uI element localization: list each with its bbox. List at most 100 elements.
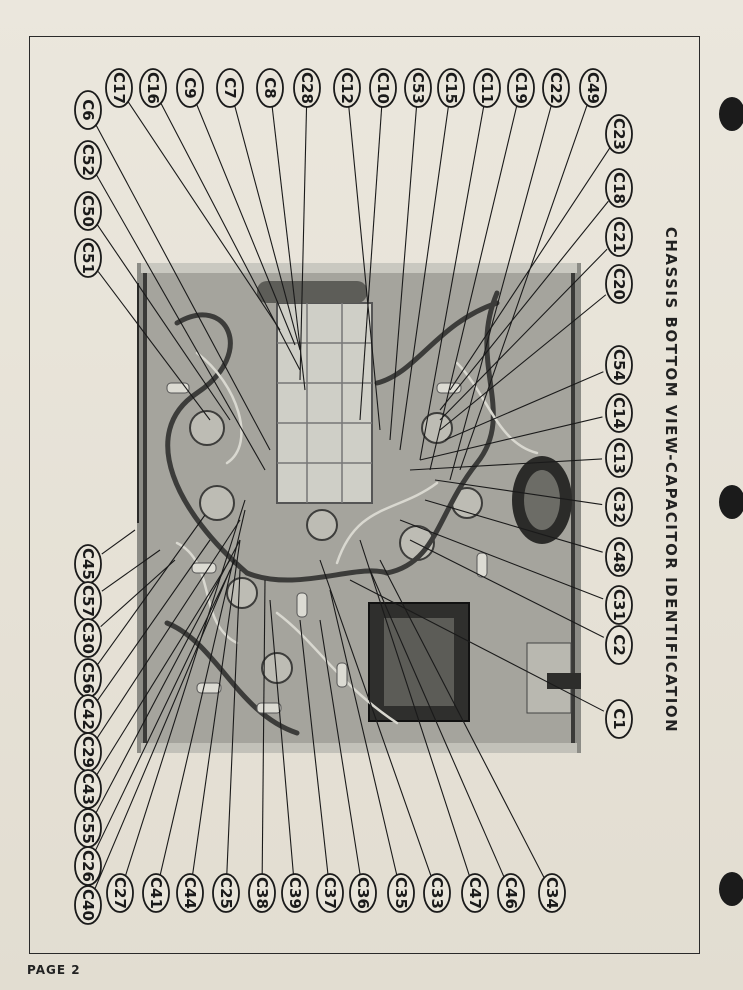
callout-label-c1: C1 (610, 708, 628, 729)
leader-line-c30 (100, 559, 176, 628)
callout-label-c46: C46 (502, 877, 520, 909)
leader-line-c35 (329, 589, 398, 877)
callout-oval-c50 (74, 191, 102, 231)
callout-label-c44: C44 (181, 877, 199, 909)
leader-line-c11 (419, 104, 485, 461)
callout-label-c23: C23 (610, 118, 628, 150)
binder-hole-middle (719, 485, 743, 519)
page-border (29, 36, 700, 954)
callout-label-c29: C29 (79, 736, 97, 768)
leader-line-c14 (419, 416, 603, 461)
callout-label-c39: C39 (286, 877, 304, 909)
callout-oval-c9 (176, 68, 204, 108)
callout-label-c13: C13 (610, 442, 628, 474)
callout-label-c54: C54 (610, 349, 628, 381)
callout-label-c14: C14 (610, 397, 628, 429)
leader-line-c26 (94, 559, 236, 851)
leader-line-c29 (96, 519, 241, 739)
callout-oval-c46 (497, 873, 525, 913)
callout-oval-c25 (212, 873, 240, 913)
callout-oval-c38 (248, 873, 276, 913)
callout-label-c34: C34 (543, 877, 561, 909)
callout-label-c10: C10 (374, 72, 392, 104)
leader-line-c46 (369, 569, 505, 878)
callout-oval-c36 (349, 873, 377, 913)
callout-oval-c31 (605, 585, 633, 625)
callout-label-c50: C50 (79, 195, 97, 227)
callout-label-c2: C2 (610, 634, 628, 655)
callout-oval-c19 (507, 68, 535, 108)
callout-oval-c2 (605, 625, 633, 665)
leader-line-c39 (269, 599, 295, 877)
callout-label-c17: C17 (110, 72, 128, 104)
callout-label-c8: C8 (261, 77, 279, 98)
callout-label-c28: C28 (298, 72, 316, 104)
callout-oval-c44 (176, 873, 204, 913)
leader-line-c50 (97, 224, 231, 421)
callout-label-c31: C31 (610, 589, 628, 621)
callout-oval-c17 (105, 68, 133, 108)
callout-oval-c6 (74, 90, 102, 130)
callout-label-c19: C19 (512, 72, 530, 104)
callout-label-c40: C40 (79, 889, 97, 921)
callout-label-c20: C20 (610, 268, 628, 300)
callout-label-c21: C21 (610, 221, 628, 253)
leader-line-c51 (97, 271, 211, 421)
leader-line-c2 (409, 539, 605, 638)
leader-line-c27 (124, 499, 246, 877)
callout-oval-c23 (605, 114, 633, 154)
callout-label-c27: C27 (111, 877, 129, 909)
callout-label-c26: C26 (79, 850, 97, 882)
leader-line-c55 (95, 539, 241, 814)
callout-label-c16: C16 (144, 72, 162, 104)
binder-hole-bottom (719, 872, 743, 906)
leader-line-c33 (319, 559, 432, 878)
callout-label-c18: C18 (610, 172, 628, 204)
callout-label-c22: C22 (547, 72, 565, 104)
leader-line-c45 (101, 529, 136, 555)
callout-label-c53: C53 (409, 72, 427, 104)
leader-line-c49 (459, 103, 588, 471)
callout-label-c51: C51 (79, 242, 97, 274)
leader-line-c18 (439, 200, 609, 411)
callout-label-c36: C36 (354, 877, 372, 909)
leader-line-c31 (399, 519, 604, 600)
leader-line-c43 (96, 559, 231, 775)
callout-label-c7: C7 (221, 77, 239, 98)
callout-oval-c12 (333, 68, 361, 108)
leader-line-c21 (439, 248, 608, 421)
leader-line-c37 (299, 619, 329, 877)
callout-oval-c8 (256, 68, 284, 108)
caption-text: CHASSIS BOTTOM VIEW-CAPACITOR IDENTIFICA… (662, 226, 680, 734)
callout-label-c32: C32 (610, 491, 628, 523)
leader-line-c28 (299, 104, 308, 381)
callout-oval-c52 (74, 140, 102, 180)
callout-oval-c16 (139, 68, 167, 108)
figure-caption: CHASSIS BOTTOM VIEW-CAPACITOR IDENTIFICA… (661, 227, 681, 733)
callout-oval-c10 (369, 68, 397, 108)
callout-oval-c35 (387, 873, 415, 913)
leader-line-c6 (95, 124, 271, 451)
callout-oval-c20 (605, 264, 633, 304)
leader-line-c32 (434, 479, 603, 506)
callout-oval-c53 (404, 68, 432, 108)
leader-line-c20 (439, 294, 607, 431)
leader-line-c36 (319, 619, 361, 877)
leader-line-c48 (424, 499, 603, 553)
leader-line-c40 (94, 569, 231, 890)
callout-label-c43: C43 (79, 773, 97, 805)
callout-oval-c7 (216, 68, 244, 108)
callout-label-c57: C57 (79, 585, 97, 617)
leader-line-c57 (101, 549, 161, 592)
callout-label-c47: C47 (466, 877, 484, 909)
callout-oval-c33 (423, 873, 451, 913)
leader-line-c47 (359, 539, 471, 878)
leader-line-c12 (348, 104, 381, 431)
callout-oval-c34 (538, 873, 566, 913)
leader-line-c56 (97, 514, 206, 665)
leader-line-c7 (233, 104, 301, 351)
callout-label-c48: C48 (610, 541, 628, 573)
callout-label-c12: C12 (338, 72, 356, 104)
callout-label-c38: C38 (253, 877, 271, 909)
